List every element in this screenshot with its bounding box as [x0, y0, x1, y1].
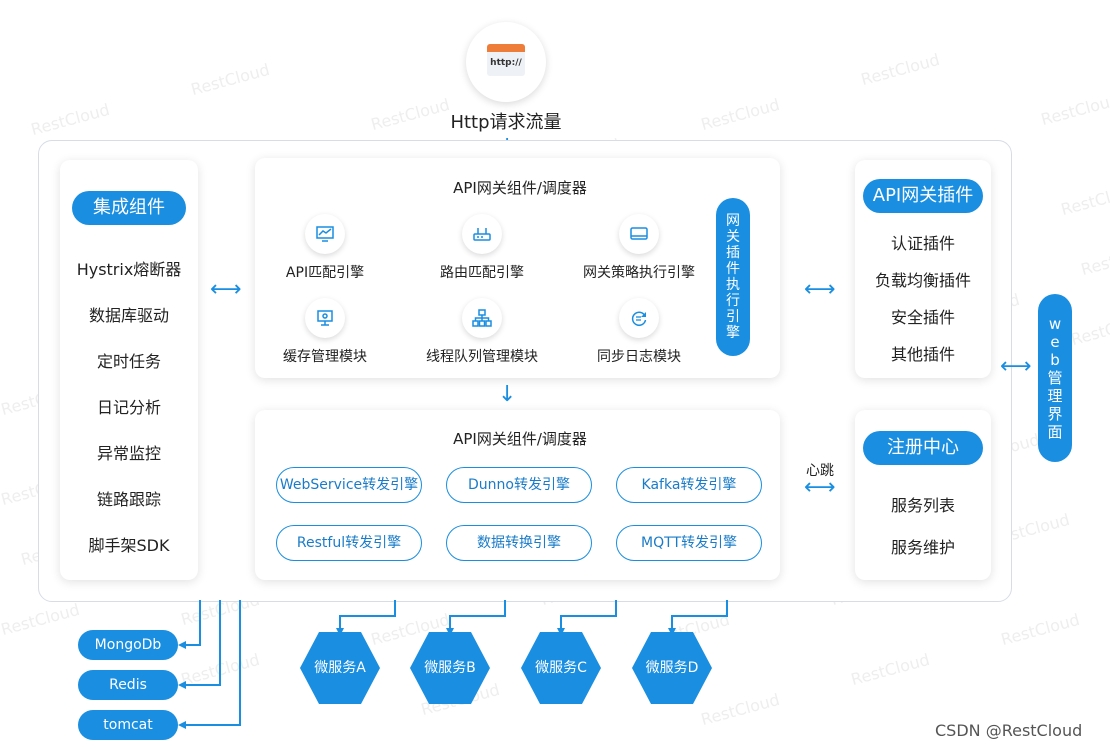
- forwarding-engine: WebService转发引擎: [276, 467, 422, 503]
- arrow-heartbeat: ⟷: [804, 475, 836, 500]
- arrow-web-admin: ⟷: [1000, 354, 1032, 379]
- plugin-item: 安全插件: [890, 308, 955, 327]
- integration-item: 数据库驱动: [88, 306, 169, 325]
- display-icon: [619, 214, 659, 254]
- gateway-module: API匹配引擎: [285, 265, 365, 281]
- microservice-node: 微服务A: [298, 630, 382, 706]
- microservice-label: 微服务A: [314, 660, 366, 676]
- microservice-node: 微服务C: [519, 630, 603, 706]
- registry-item: 服务列表: [890, 496, 955, 515]
- gateway-top-title: API网关组件/调度器: [453, 179, 587, 197]
- plugins-title: API网关插件: [863, 179, 983, 213]
- forwarding-engine: MQTT转发引擎: [616, 525, 762, 561]
- forwarding-engine: Restful转发引擎: [276, 525, 422, 561]
- gateway-scheduler-panel-top: [255, 158, 780, 378]
- monitor-chart-icon: [305, 214, 345, 254]
- gateway-bottom-title: API网关组件/调度器: [453, 430, 587, 448]
- integration-item: 异常监控: [96, 444, 161, 463]
- datastore-mongodb: MongoDb: [78, 630, 178, 660]
- gateway-module: 线程队列管理模块: [426, 349, 538, 365]
- microservice-label: 微服务C: [535, 660, 587, 676]
- integration-title: 集成组件: [72, 191, 186, 225]
- registry-item: 服务维护: [890, 538, 955, 557]
- browser-icon: http://: [487, 44, 525, 76]
- arrow-down-mid: ↓: [498, 382, 517, 407]
- integration-item: 链路跟踪: [96, 490, 161, 509]
- gateway-module: 路由匹配引擎: [440, 265, 524, 281]
- microservice-node: 微服务D: [630, 630, 714, 706]
- screen-icon: [305, 298, 345, 338]
- router-icon: [462, 214, 502, 254]
- plugin-item: 认证插件: [890, 234, 955, 253]
- sync-log-icon: [619, 298, 659, 338]
- plugin-exec-label: 网关插件执行引擎: [726, 213, 740, 341]
- integration-panel: [60, 160, 198, 580]
- plugin-item: 其他插件: [890, 345, 955, 364]
- gateway-module: 缓存管理模块: [283, 349, 367, 365]
- integration-item: 脚手架SDK: [88, 536, 170, 555]
- integration-item: 定时任务: [96, 352, 161, 371]
- gateway-module: 网关策略执行引擎: [583, 265, 695, 281]
- plugin-exec-engine: 网关插件执行引擎: [716, 198, 750, 356]
- microservice-node: 微服务B: [408, 630, 492, 706]
- registry-title: 注册中心: [863, 431, 983, 465]
- gateway-module: 同步日志模块: [597, 349, 681, 365]
- integration-item: Hystrix熔断器: [76, 260, 182, 279]
- datastore-redis: Redis: [78, 670, 178, 700]
- arrow-right-bidirectional: ⟷: [804, 277, 836, 302]
- http-traffic-title: Http请求流量: [450, 112, 562, 133]
- datastore-tomcat: tomcat: [78, 710, 178, 740]
- integration-item: 日记分析: [96, 398, 161, 417]
- forwarding-engine: 数据转换引擎: [446, 525, 592, 561]
- http-icon-label: http://: [490, 58, 522, 68]
- credit-label: CSDN @RestCloud: [935, 721, 1083, 740]
- plugin-item: 负载均衡插件: [874, 271, 971, 290]
- http-icon-circle: http://: [466, 22, 546, 102]
- heartbeat-label: 心跳: [806, 463, 834, 479]
- microservice-label: 微服务D: [645, 660, 699, 676]
- hierarchy-icon: [462, 298, 502, 338]
- microservice-label: 微服务B: [424, 660, 476, 676]
- forwarding-engine: Dunno转发引擎: [446, 467, 592, 503]
- arrow-left-bidirectional: ⟷: [210, 277, 242, 302]
- forwarding-engine: Kafka转发引擎: [616, 467, 762, 503]
